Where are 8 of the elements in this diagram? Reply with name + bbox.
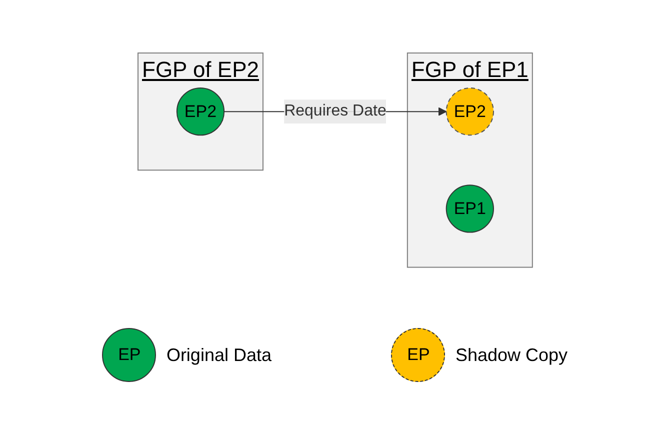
node-circle: EP2: [446, 87, 494, 136]
swatch-label: EP: [407, 345, 430, 365]
node-circle: EP2: [176, 87, 224, 136]
swatch-label: EP: [118, 345, 141, 365]
legend-text: Original Data: [166, 344, 272, 366]
legend-text: Shadow Copy: [455, 344, 568, 366]
node-circle: EP1: [446, 184, 494, 233]
edge-label: Requires Date: [284, 102, 386, 120]
